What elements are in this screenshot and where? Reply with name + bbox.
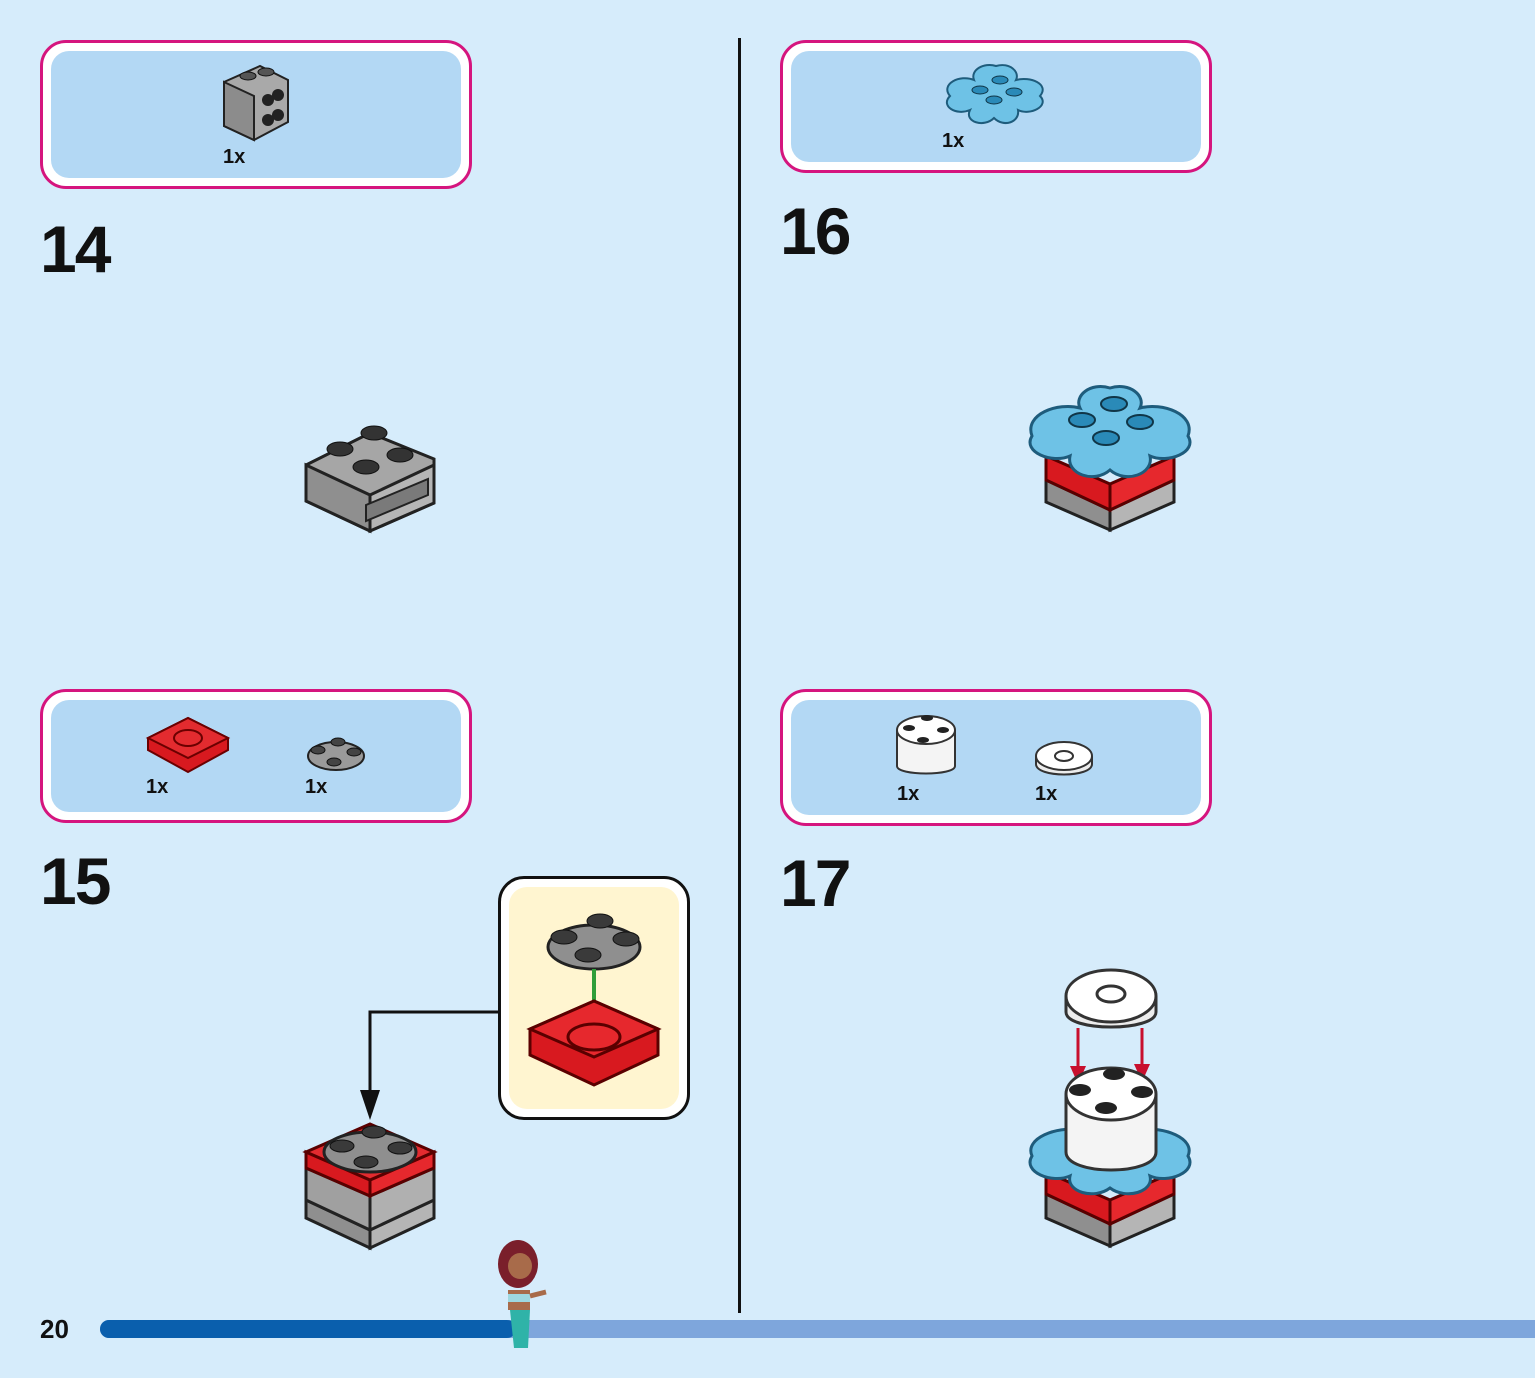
- parts-box-step-17: [780, 689, 1212, 826]
- tower-assembly-model: [1028, 968, 1192, 1249]
- step-number: 15: [40, 844, 111, 918]
- part-qty: 1x: [223, 146, 246, 168]
- step-number: 16: [780, 194, 851, 268]
- step-number: 17: [780, 846, 851, 920]
- part-qty: 1x: [146, 776, 169, 798]
- part-qty: 1x: [897, 783, 920, 805]
- page-number: 20: [40, 1314, 69, 1344]
- column-divider: [738, 38, 741, 1313]
- sub-assembly-callout: [498, 876, 690, 1120]
- progress-fill: [100, 1320, 516, 1338]
- gray-round-plate-part-icon: [307, 737, 365, 771]
- parts-box-step-15: [40, 689, 472, 823]
- white-round-tile-part-icon: [1035, 741, 1093, 776]
- part-qty: 1x: [1035, 783, 1058, 805]
- blue-flower-plate-part-icon: [945, 64, 1044, 125]
- callout-pointer-arrow: [360, 1010, 498, 1120]
- part-qty: 1x: [942, 130, 965, 152]
- callout-assembly-illustration: [526, 913, 662, 1087]
- flower-assembly-model: [1028, 385, 1192, 533]
- gray-brick-part-icon: [223, 64, 289, 142]
- red-gray-assembly-model: [302, 1122, 438, 1251]
- red-turntable-part-icon: [145, 716, 231, 774]
- white-round-brick-part-icon: [896, 715, 956, 775]
- gray-brick-model: [304, 425, 436, 534]
- part-qty: 1x: [305, 776, 328, 798]
- minifigure-mascot-icon: [498, 1240, 547, 1348]
- step-number: 14: [40, 212, 111, 286]
